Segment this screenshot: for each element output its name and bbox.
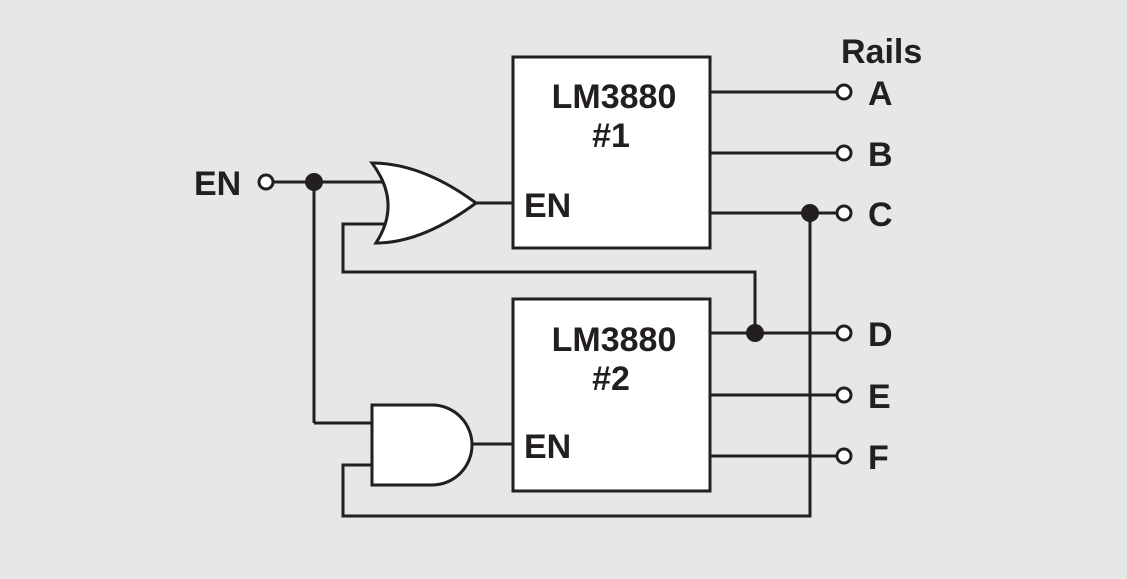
rail-b-terminal bbox=[835, 144, 853, 162]
chip-1: LM3880 #1 EN bbox=[511, 55, 712, 250]
rail-a-terminal bbox=[835, 83, 853, 101]
rail-d-label: D bbox=[868, 316, 893, 354]
junction-dot-c bbox=[801, 204, 819, 222]
rail-c: C bbox=[835, 196, 893, 234]
rail-c-terminal bbox=[835, 204, 853, 222]
and-gate bbox=[370, 403, 474, 487]
rail-d: D bbox=[835, 316, 893, 354]
chip-2-number: #2 bbox=[592, 360, 630, 398]
chip-1-en-pin: EN bbox=[524, 187, 571, 225]
wires bbox=[274, 90, 836, 518]
junction-dot-en bbox=[305, 173, 323, 191]
wire-feedback-d-to-or bbox=[341, 222, 757, 333]
rail-f-label: F bbox=[868, 439, 889, 477]
chip-2-name: LM3880 bbox=[552, 321, 677, 359]
en-input-label: EN bbox=[194, 165, 241, 203]
rail-e-label: E bbox=[868, 378, 891, 416]
rail-e-terminal bbox=[835, 386, 853, 404]
or-gate bbox=[369, 161, 479, 245]
chip-2: LM3880 #2 EN bbox=[511, 297, 712, 493]
rail-b-label: B bbox=[868, 136, 893, 174]
rail-f-terminal bbox=[835, 447, 853, 465]
rail-a-label: A bbox=[868, 75, 893, 113]
rail-a: A bbox=[835, 75, 893, 113]
junction-dot-d bbox=[746, 324, 764, 342]
rail-c-label: C bbox=[868, 196, 893, 234]
rail-e: E bbox=[835, 378, 891, 416]
en-input-terminal bbox=[257, 173, 275, 191]
chip-1-box bbox=[511, 55, 712, 250]
chip-1-number: #1 bbox=[592, 117, 630, 155]
wire-feedback-c-to-and bbox=[341, 213, 812, 518]
chip-2-en-pin: EN bbox=[524, 428, 571, 466]
rails-header: Rails bbox=[841, 33, 922, 71]
rail-b: B bbox=[835, 136, 893, 174]
chip-2-box bbox=[511, 297, 712, 493]
rail-d-terminal bbox=[835, 324, 853, 342]
rail-f: F bbox=[835, 439, 889, 477]
chip-1-name: LM3880 bbox=[552, 78, 677, 116]
